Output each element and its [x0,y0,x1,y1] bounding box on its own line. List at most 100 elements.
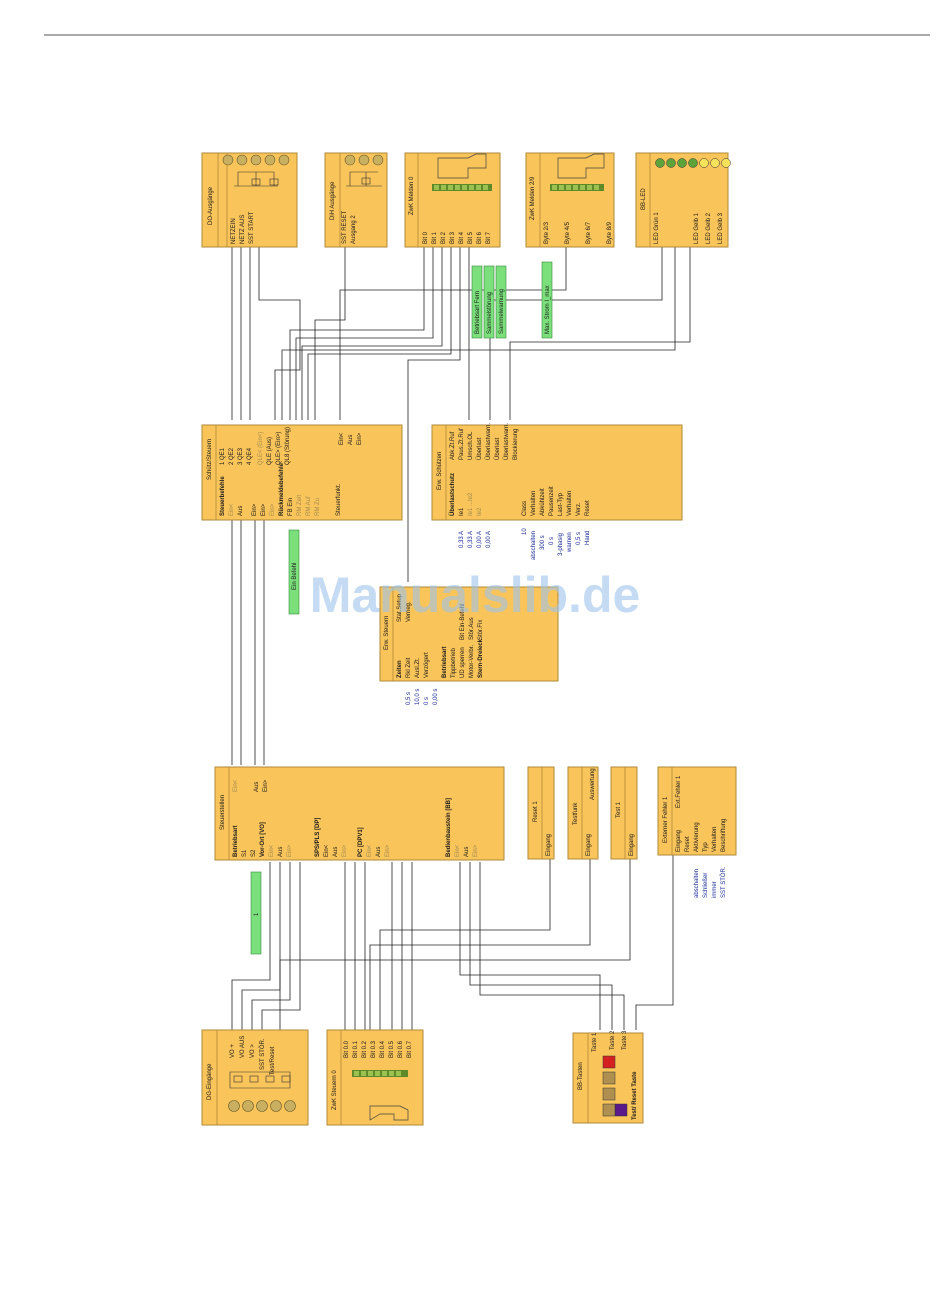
input-label: Bit 0.5 [389,1040,395,1058]
row-label: Ein< [269,844,275,857]
param-value: SST STÖR. [720,866,727,898]
block-body [379,586,559,682]
block-erw-schuetzen[interactable]: Erw. Schützen Überlastschutz Ie1 Ie1 ...… [431,423,683,560]
row-label: Verz. [576,502,582,516]
block-ext-fehler[interactable]: Externer Fehler 1 Eingang Reset Aktivier… [657,766,737,898]
row-label: Verhalten [567,491,573,516]
output-label: NETZEIN [231,218,237,244]
param-value: 0,00 s [433,689,439,705]
wire [489,247,663,420]
green-tag-label: Betriebsart Fern [475,291,481,334]
block-erw-steuern[interactable]: Erw. Steuern Zeiten Rkl Zeit Ausl.Zt. Ve… [379,586,559,705]
relay-icon [228,1071,296,1112]
param-value: Schließer [703,873,709,898]
block-testfunk[interactable]: Testfunk Eingang Auswertung [567,766,599,860]
row-label: RM Zu [315,498,321,516]
row-label: Last-Typ [558,492,564,516]
input-label: Eingang [546,834,552,856]
block-test[interactable]: Test 1 Eingang [610,766,638,860]
block-schuetz-steuern[interactable]: Schütz/Steuern Steuerbefehle Ein< Aus Ei… [201,424,403,521]
block-body [214,766,505,861]
block-body [326,1029,424,1126]
input-label: Bit 0.6 [398,1040,404,1058]
row-label: Betriebsart [442,646,448,678]
row-label: RM Auf [306,496,312,516]
wire [251,862,291,1030]
block-body [431,424,683,521]
row-value: Überlastwarn. [485,423,492,460]
row-label: Aus [464,847,470,857]
row-label: Ie1 [459,507,465,516]
green-tag-label: Ein Befehl [292,563,298,590]
block-melden-0[interactable]: ZwK Melden 0 Bit 0 Bit 1 Bit 2 Bit 3 Bit… [404,152,501,248]
block-dih-ausgaenge[interactable]: DiH Ausgänge SST RESET Ausgang 2 [324,152,388,248]
row-value: Überlast [494,437,501,460]
param-value: immer [712,881,718,898]
row-label: Ein> [287,844,293,857]
block-title: DG-Eingänge [207,1063,213,1100]
row-label: Verzögert [424,652,430,678]
row-label: Verhalten [712,827,718,852]
output-label: LED Gelb 1 [694,212,700,244]
row-label: Beschriftung [721,819,727,852]
row-value: Aus [254,782,260,792]
green-tag-label: Sammelstörung [487,292,493,334]
output-label: Auswertung [590,768,596,800]
row-label: Ie1 ...Ie2 [468,492,474,516]
row-label: Tippbetrieb [451,648,457,678]
row-label: Aus [376,847,382,857]
block-dg-eingaenge[interactable]: DG-Eingänge VO + VO AUS VO > SST STÖR. T… [201,1029,309,1126]
output-label: NETZ AUS [240,215,246,244]
block-melden-29[interactable]: ZwK Melden 2/9 Byte 2/3 Byte 4/5 Byte 6/… [525,152,615,248]
row-value: Überlast [476,437,483,460]
wire [314,247,346,420]
block-title: Steuerstellen [220,795,226,830]
wire [459,862,601,1030]
param-value: 0,5 s [406,692,412,705]
block-title: BB-Tasten [578,1062,584,1090]
output-label: SST START [249,211,255,244]
row-label: Class [522,501,528,516]
row-label: Aus [278,847,284,857]
output-label: Bit 5 [468,231,474,244]
row-value: 4 QE4 [247,447,253,465]
param-value: 3-phasig [558,533,564,556]
param-value: 0 s [424,697,430,705]
row-value: Ein< [339,432,345,445]
row-label: PC [DPV1] [358,827,364,857]
block-reset[interactable]: Reset 1 Eingang [527,766,555,860]
block-steuern-0[interactable]: ZwK Steuern 0 Bit 0.0 Bit 0.1 Bit 0.2 Bi… [326,1029,424,1126]
block-bb-led[interactable]: BB-LED LED Grün 1 LED Gelb 1 LED Gelb 2 … [635,152,731,248]
row-value: Aus [348,435,354,445]
param-value: abschalten [694,869,700,898]
output-label: Byte 4/5 [565,221,571,244]
output-label: LED Gelb 3 [718,212,724,244]
output-label: Ext.Fehler 1 [676,775,682,808]
block-title: ZwK Melden 0 [409,176,415,215]
led-icon [655,158,731,168]
row-label: Überlastschutz [449,473,456,516]
row-label: Ein< [229,503,235,516]
param-value: abschalten [531,531,537,560]
output-label: SST RESET [342,210,348,244]
wire [469,862,613,1030]
block-bb-tasten[interactable]: BB-Tasten Taste 1 Taste 2 Taste 3 Test/ … [572,1030,644,1124]
row-value: Stör.Aus [469,617,475,640]
input-label: VO AUS [240,1036,246,1058]
output-label: Byte 2/3 [544,221,550,244]
row-value: Paus.Zt.Ruf [459,428,465,460]
row-label: Vor-Ort [VO] [260,822,266,857]
row-value: QLE< (Ein<) [258,432,264,465]
module-icon [432,153,492,191]
param-value: 0,00 A [477,531,483,548]
block-do-ausgaenge[interactable]: DO-Ausgänge NETZEIN NETZ AUS SST START [201,152,298,248]
block-steuerstellen[interactable]: Steuerstellen Betriebsart S1 S2 Vor-Ort … [214,766,505,861]
block-title: Externer Fehler 1 [663,796,669,843]
green-tag [288,529,300,615]
block-title: Erw. Steuern [384,616,390,650]
input-label: Taste 3 [622,1030,628,1050]
block-title: Test 1 [616,801,622,818]
green-label-group-2: Max. Strom I_max [541,261,553,339]
block-title: Reset 1 [533,801,539,822]
wire [379,855,551,1030]
